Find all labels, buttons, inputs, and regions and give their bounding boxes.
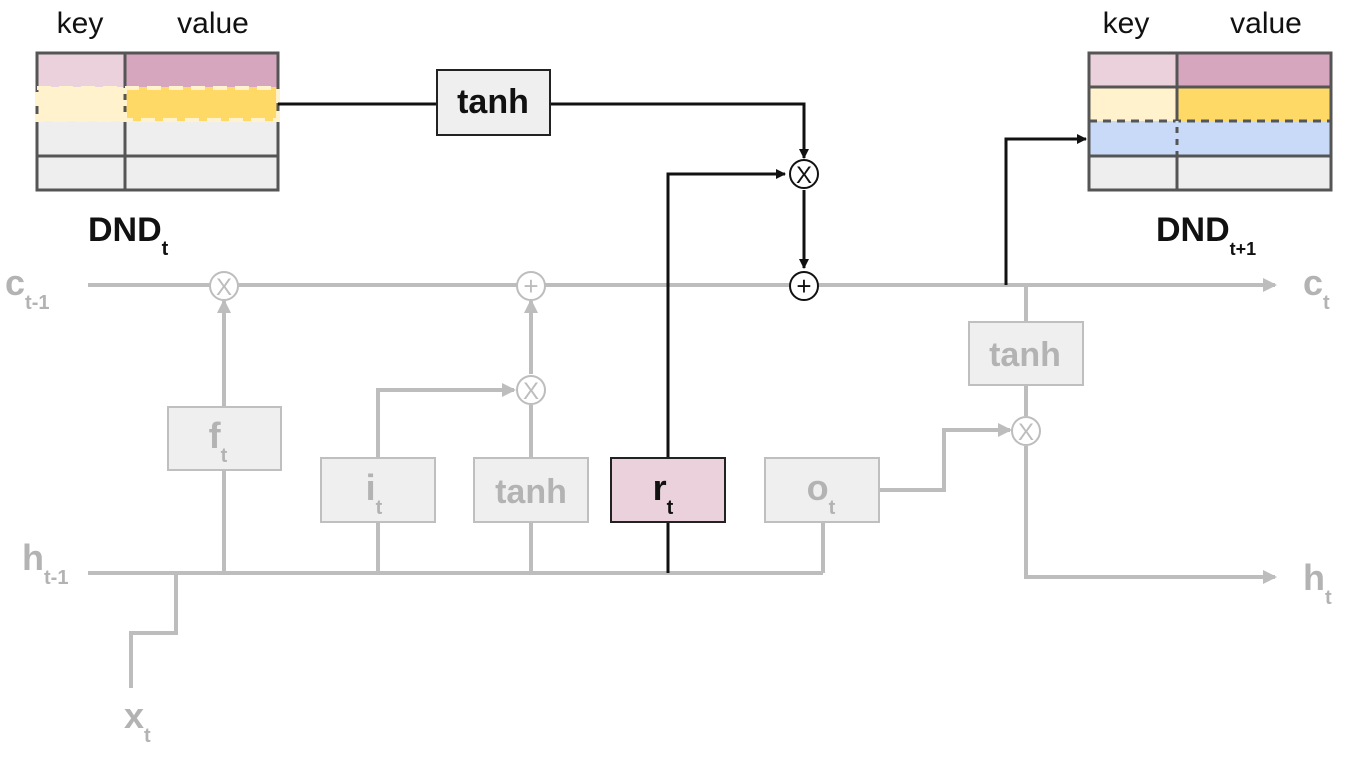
svg-text:rt: rt: [653, 467, 674, 519]
input-gate-box: it: [320, 457, 436, 523]
c-prev-label: ct-1: [5, 262, 49, 314]
dnd-right-label: DNDt+1: [1156, 211, 1256, 259]
c-next-label: ct: [1303, 262, 1330, 314]
value-header-right: value: [1230, 7, 1302, 40]
hidden-output-line: [1024, 446, 1277, 584]
key-header-right: key: [1103, 7, 1150, 40]
dnd-table-left: key value DNDt: [35, 7, 280, 260]
svg-text:ot: ot: [807, 467, 836, 519]
svg-text:tanh: tanh: [495, 473, 567, 511]
right-row2-key: [1089, 87, 1177, 121]
left-row3-value: [125, 121, 278, 156]
svg-text:+: +: [523, 271, 538, 301]
right-row4-key: [1089, 156, 1177, 190]
forget-multiply-op: X: [209, 271, 239, 301]
left-row3-key: [37, 121, 125, 156]
svg-text:tanh: tanh: [989, 336, 1061, 374]
right-row3-key: [1089, 121, 1177, 156]
lstm-gray-wires: [88, 278, 1277, 688]
svg-text:X: X: [796, 162, 812, 189]
tanh-top-box: tanh: [436, 69, 551, 136]
left-row2-value: [125, 87, 278, 121]
output-gate-box: ot: [764, 457, 880, 523]
tanh-output-box: tanh: [968, 321, 1084, 386]
left-row4-key: [37, 156, 125, 190]
right-row4-value: [1177, 156, 1331, 190]
right-row1-value: [1177, 53, 1331, 87]
right-row3-value: [1177, 121, 1331, 156]
svg-text:it: it: [366, 467, 383, 519]
forget-gate-box: ft: [167, 406, 282, 471]
output-multiply-op: X: [1011, 416, 1041, 446]
right-row1-key: [1089, 53, 1177, 87]
dnd-black-wires: [278, 102, 1087, 573]
svg-text:tanh: tanh: [457, 83, 529, 121]
svg-text:+: +: [796, 271, 811, 301]
value-header-left: value: [177, 7, 249, 40]
svg-text:X: X: [523, 378, 539, 405]
h-next-label: ht: [1303, 557, 1332, 609]
svg-text:X: X: [1018, 419, 1034, 446]
left-row1-key: [37, 53, 125, 87]
tanh-candidate-box: tanh: [473, 457, 589, 523]
svg-text:X: X: [216, 274, 232, 301]
cell-add-op: +: [516, 271, 546, 301]
right-row2-value: [1177, 87, 1331, 121]
reinstate-gate-box: rt: [610, 457, 726, 523]
left-row1-value: [125, 53, 278, 87]
svg-text:ft: ft: [209, 415, 228, 467]
x-input-line: [129, 573, 178, 688]
left-row4-value: [125, 156, 278, 190]
reinstate-add-op: +: [789, 271, 819, 301]
left-row2-key: [37, 87, 125, 121]
h-prev-label: ht-1: [22, 537, 68, 589]
dnd-table-right: key value DNDt+1: [1087, 7, 1333, 259]
key-header-left: key: [57, 7, 104, 40]
x-input-label: xt: [124, 695, 151, 747]
reinstate-multiply-op: X: [789, 159, 819, 189]
input-multiply-op: X: [516, 375, 546, 405]
left-highlight-row: [35, 86, 280, 122]
dnd-left-label: DNDt: [88, 211, 169, 260]
